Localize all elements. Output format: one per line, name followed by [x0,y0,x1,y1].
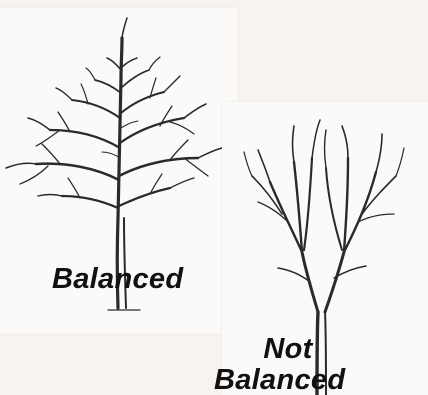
unbalanced-tree-panel [222,102,428,395]
not-balanced-caption-line2: Balanced [214,366,345,395]
not-balanced-caption-line1: Not [258,335,318,364]
balanced-caption: Balanced [52,265,183,294]
unbalanced-tree-icon [222,102,428,395]
